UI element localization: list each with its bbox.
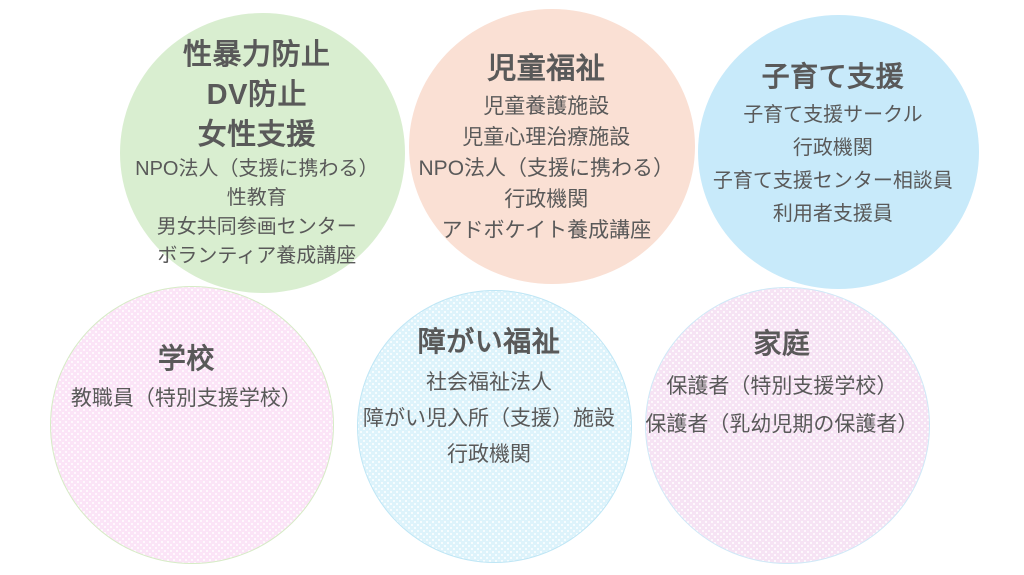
bubble-item: 障がい児入所（支援）施設 [363, 407, 616, 430]
bubble-title: 障がい福祉 [417, 326, 561, 357]
bubble-item: 児童養護施設 [483, 95, 610, 118]
bubble-item: 性教育 [226, 187, 287, 209]
bubble-content: 学校 教職員（特別支援学校） [34, 335, 339, 415]
bubble-item: NPO法人（支援に携わる） [135, 158, 379, 180]
bubble-content: 家庭 保護者（特別支援学校） 保護者（乳幼児期の保護者） [629, 320, 935, 444]
bubble-item: ボランティア養成講座 [157, 245, 357, 267]
bubble-item: 教職員（特別支援学校） [70, 387, 302, 410]
bubble-sexual-violence[interactable]: 性暴力防止 DV防止 女性支援 NPO法人（支援に携わる） 性教育 男女共同参画… [120, 13, 405, 293]
bubble-item: 子育て支援サークル [743, 104, 923, 126]
bubble-disability-welfare[interactable]: 障がい福祉 社会福祉法人 障がい児入所（支援）施設 行政機関 [357, 290, 632, 563]
bubble-title: 児童福祉 [487, 53, 606, 85]
bubble-title-line-2: DV防止 [206, 79, 307, 111]
bubble-school[interactable]: 学校 教職員（特別支援学校） [50, 286, 334, 564]
bubble-content: 障がい福祉 社会福祉法人 障がい児入所（支援）施設 行政機関 [342, 319, 637, 473]
bubble-content: 児童福祉 児童養護施設 児童心理治療施設 NPO法人（支援に携わる） 行政機関 … [392, 47, 701, 246]
bubble-item: 保護者（乳幼児期の保護者） [645, 413, 919, 436]
bubble-item: 保護者（特別支援学校） [666, 375, 898, 398]
bubble-content: 子育て支援 子育て支援サークル 行政機関 子育て支援センター相談員 利用者支援員 [681, 55, 984, 231]
bubble-item: 行政機関 [447, 443, 532, 466]
bubble-title: 家庭 [753, 328, 811, 359]
bubble-item: 子育て支援センター相談員 [712, 170, 953, 192]
bubble-item: アドボケイト養成講座 [441, 219, 652, 242]
bubble-title-line-3: 女性支援 [197, 119, 316, 151]
bubble-child-welfare[interactable]: 児童福祉 児童養護施設 児童心理治療施設 NPO法人（支援に携わる） 行政機関 … [409, 9, 695, 284]
bubble-item: NPO法人（支援に携わる） [418, 157, 675, 180]
bubble-item: 児童心理治療施設 [462, 126, 631, 149]
bubble-item: 行政機関 [792, 137, 873, 159]
bubble-title: 子育て支援 [761, 61, 905, 92]
bubble-item: 行政機関 [504, 188, 589, 211]
bubble-childrearing-support[interactable]: 子育て支援 子育て支援サークル 行政機関 子育て支援センター相談員 利用者支援員 [698, 15, 979, 289]
bubble-family[interactable]: 家庭 保護者（特別支援学校） 保護者（乳幼児期の保護者） [645, 287, 930, 564]
bubble-title-line-1: 性暴力防止 [183, 39, 331, 71]
bubble-content: 性暴力防止 DV防止 女性支援 NPO法人（支援に携わる） 性教育 男女共同参画… [103, 35, 411, 271]
bubble-title: 学校 [157, 343, 215, 374]
bubble-item: 社会福祉法人 [426, 371, 553, 394]
bubble-item: 利用者支援員 [772, 203, 893, 225]
bubble-item: 男女共同参画センター [156, 216, 357, 238]
